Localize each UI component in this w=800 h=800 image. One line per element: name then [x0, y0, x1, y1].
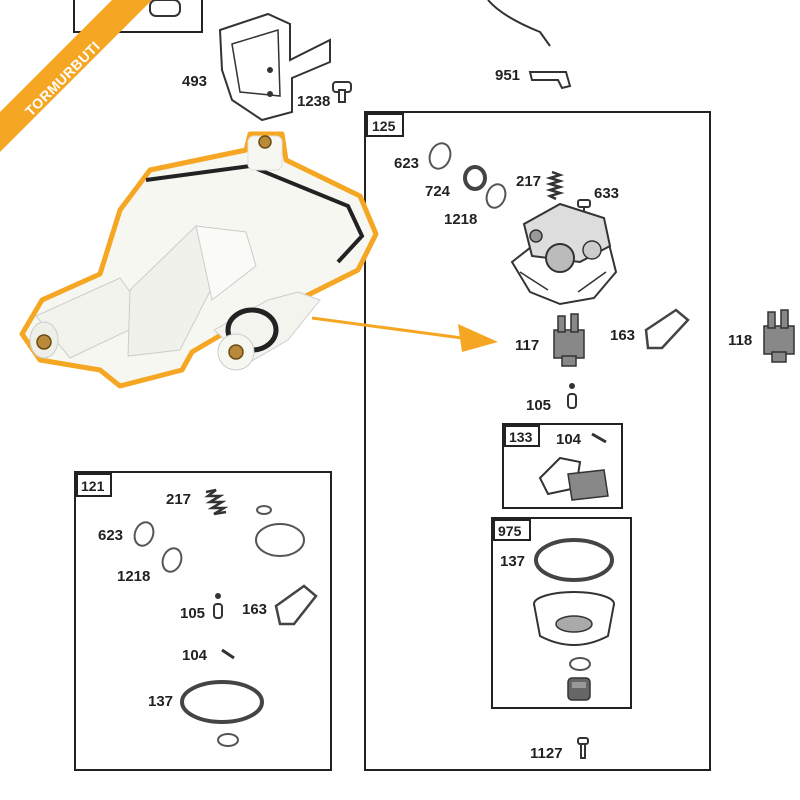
- label-104-box133: 104: [556, 431, 582, 448]
- gasket-163-part: [644, 308, 690, 350]
- label-137-box121: 137: [148, 693, 173, 710]
- box-121: 121: [74, 471, 332, 771]
- label-105-box125: 105: [526, 397, 551, 414]
- label-1218-box125: 1218: [444, 211, 477, 228]
- float-bowl-part: [533, 591, 615, 646]
- gasket-623-box121-part: [133, 521, 155, 547]
- oring-137-box975-part: [534, 538, 614, 582]
- screw-1127-part: [577, 737, 589, 759]
- bowl-nut-part: [567, 677, 591, 701]
- label-724: 724: [425, 183, 451, 200]
- label-493: 493: [182, 73, 207, 90]
- oring-137-box121-part: [180, 680, 264, 724]
- label-137-box975: 137: [500, 553, 525, 570]
- label-163-box121: 163: [242, 601, 267, 618]
- oring-large-box121-part: [255, 523, 305, 557]
- carburetor-part: [510, 202, 618, 306]
- label-951: 951: [495, 67, 520, 84]
- washer-box121-part: [256, 505, 272, 515]
- highlight-arrow: [311, 316, 498, 352]
- primer-bulb-highlight: [19, 131, 379, 389]
- label-623-box125: 623: [394, 155, 419, 172]
- box-133-tag: 133: [509, 429, 533, 445]
- pin-105-box121-part: [213, 593, 223, 619]
- box-975: 975: [491, 517, 632, 709]
- primer-118-part: [763, 309, 795, 363]
- pin-104-box121-part: [221, 648, 235, 660]
- box-975-tag: 975: [498, 523, 522, 539]
- label-163-box125: 163: [610, 327, 635, 344]
- box-125-tag: 125: [372, 118, 396, 134]
- box-121-tag: 121: [81, 478, 105, 494]
- pin-105-part: [567, 383, 577, 409]
- link-rod-part: [487, 0, 551, 47]
- gasket-163-box121-part: [274, 584, 318, 626]
- seal-1218-box121-part: [161, 547, 183, 573]
- label-104-box121: 104: [182, 647, 208, 664]
- pin-104-box133-part: [591, 432, 607, 444]
- box-133: 133: [502, 423, 623, 509]
- float-part: [538, 456, 609, 501]
- screw-1238-part: [332, 81, 352, 103]
- bracket-493-part: [218, 12, 331, 122]
- label-117: 117: [515, 337, 539, 354]
- label-105-box121: 105: [180, 605, 205, 622]
- primer-117-part: [553, 313, 585, 367]
- watermark-banner: TORMURBUTI: [0, 0, 152, 152]
- label-1238: 1238: [297, 93, 330, 110]
- label-217-box125: 217: [516, 173, 541, 190]
- top-partial-box: [73, 0, 203, 33]
- washer-small-box121-part: [217, 733, 239, 747]
- box-125: 125: [364, 111, 711, 771]
- label-623-box121: 623: [98, 527, 123, 544]
- label-1218-box121: 1218: [117, 568, 150, 585]
- label-217-box121: 217: [166, 491, 191, 508]
- gasket-623-part: [428, 142, 452, 170]
- oring-724-part: [463, 165, 487, 191]
- link-951-part: [528, 71, 572, 90]
- label-633: 633: [594, 185, 619, 202]
- bowl-washer-part: [569, 657, 591, 671]
- seal-1218-part: [485, 183, 507, 209]
- label-118: 118: [728, 332, 752, 349]
- spring-217-box121-part: [204, 488, 229, 516]
- spring-217-part: [545, 170, 565, 201]
- label-1127: 1127: [530, 745, 563, 762]
